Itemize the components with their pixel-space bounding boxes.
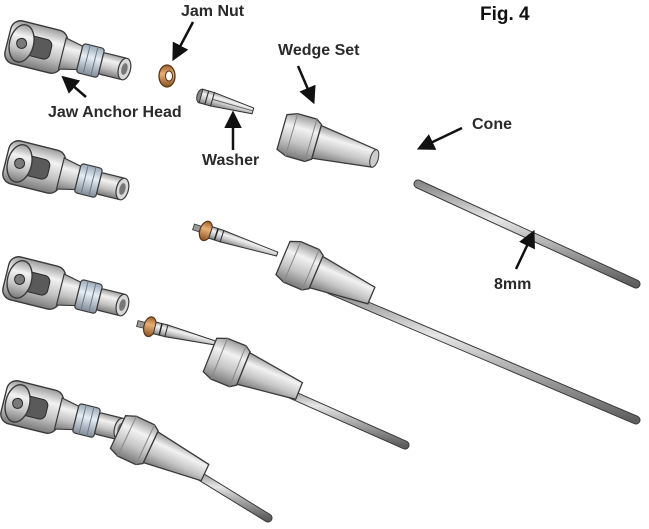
wedge-set-part: [196, 88, 255, 115]
rod-row-2-fill: [326, 286, 640, 424]
jaw-anchor-head-label: Jaw Anchor Head: [48, 104, 182, 121]
cone-part: [275, 110, 381, 181]
cone-on-rod-row-4: [108, 411, 215, 494]
jam-nut-part: [158, 64, 176, 88]
jaw-anchor-head-row-2: [0, 137, 135, 213]
rod-size-label: 8mm: [494, 276, 532, 293]
rod-detached-fill: [414, 180, 640, 288]
wedge-set-arrow: [296, 65, 316, 105]
jam-nut-arrow: [172, 21, 195, 62]
wedge-set-label: Wedge Set: [278, 42, 360, 59]
jaw-anchor-head-arrow: [61, 75, 87, 98]
jaw-anchor-head-row-4: [0, 377, 133, 453]
jam-nut-label: Jam Nut: [181, 3, 245, 20]
cone-label: Cone: [472, 116, 512, 133]
cone-arrow: [416, 126, 463, 150]
jam-nut-on-rod-row-2: [192, 220, 279, 257]
rod-size-arrow: [514, 229, 535, 270]
jaw-anchor-head-row-3: [0, 253, 135, 329]
figure-label: Fig. 4: [480, 4, 530, 25]
washer-label: Washer: [202, 152, 260, 169]
jam-nut-on-rod-row-3: [136, 316, 217, 346]
cone-on-rod-row-3: [201, 333, 308, 413]
